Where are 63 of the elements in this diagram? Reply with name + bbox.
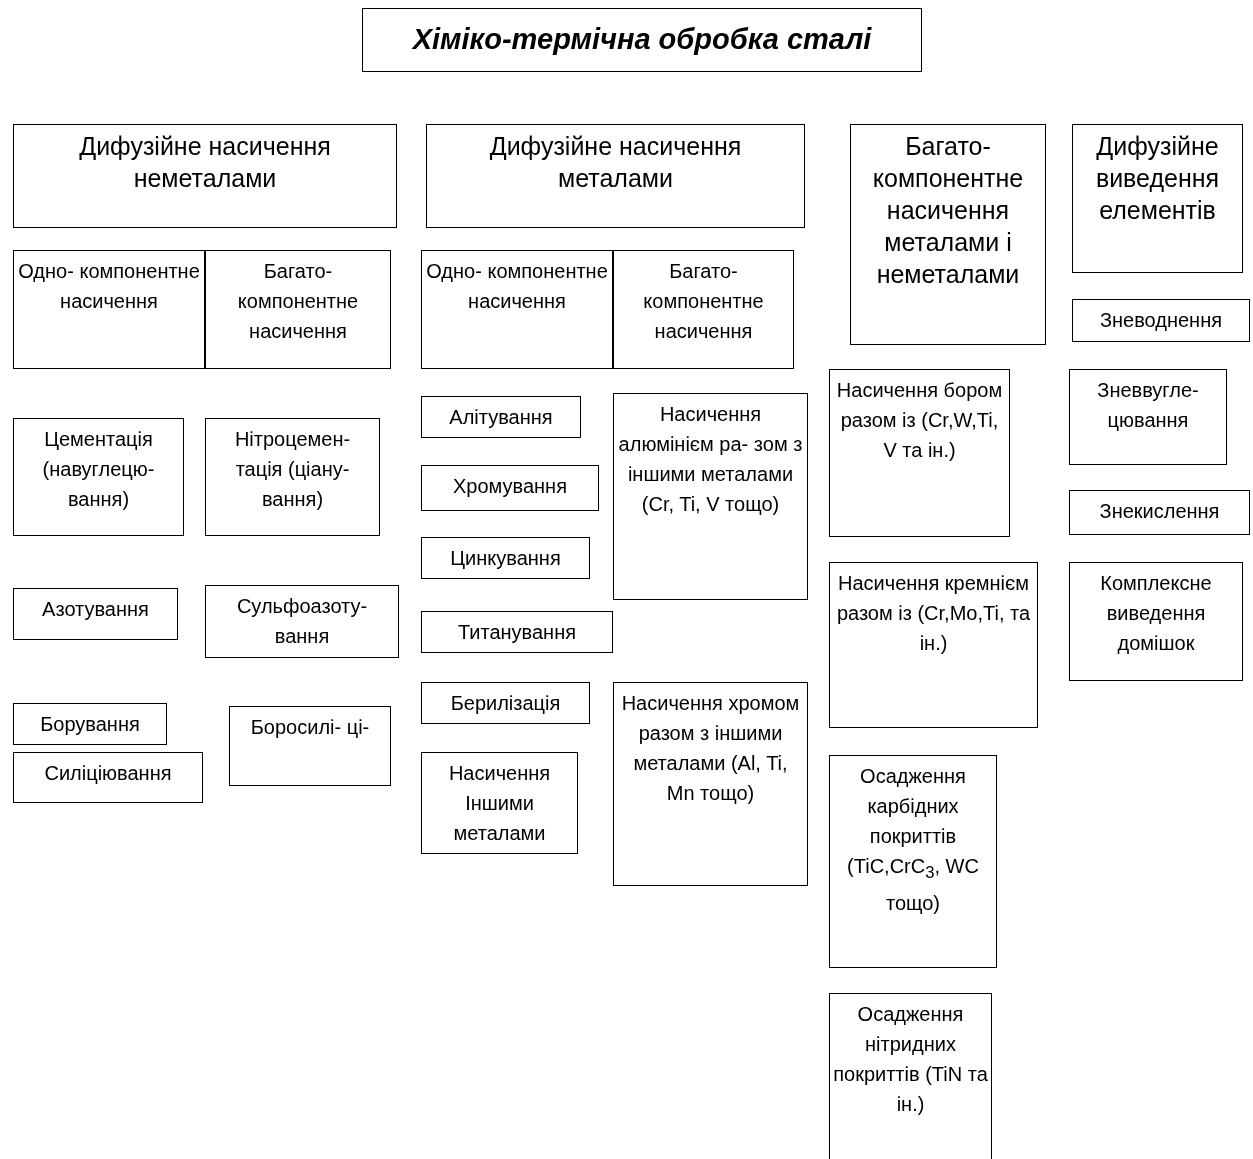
process-label: Сульфоазоту- вання: [235, 594, 369, 649]
process-box: [1069, 369, 1227, 465]
process-label: Осадження нітридних покриттів (TiN та ін.): [833, 1002, 988, 1117]
process-box: [13, 418, 184, 536]
category-box: [1072, 124, 1243, 273]
category-box: [426, 124, 805, 228]
process-label: Хромування: [452, 474, 568, 499]
process-label: Цементація (навуглецю- вання): [41, 427, 156, 512]
process-label: Зневвугле- цювання: [1096, 378, 1200, 433]
process-box: [829, 562, 1038, 728]
process-box: [229, 706, 391, 786]
category-box: [850, 124, 1046, 345]
process-box: [613, 682, 808, 886]
process-box: [829, 369, 1010, 537]
category-box: [13, 124, 397, 228]
process-label: Багато- компонентне насичення: [642, 259, 765, 344]
process-label: Насичення алюмінієм ра- зом з іншими металами (Cr, Ti, V тощо): [617, 402, 804, 517]
process-label: Берилізація: [449, 691, 562, 716]
process-box: [421, 611, 613, 653]
process-box: [13, 752, 203, 803]
process-box: [421, 537, 590, 579]
process-box: [13, 250, 205, 369]
process-box: [1072, 299, 1250, 342]
process-box: [1069, 562, 1243, 681]
process-label: Цинкування: [449, 546, 562, 571]
process-box: [421, 752, 578, 854]
process-box: [829, 993, 992, 1159]
process-box: [829, 755, 997, 968]
category-label: Багато- компонентне насичення металами і неметалами: [871, 131, 1025, 290]
process-label: Багато- компонентне насичення: [236, 259, 360, 344]
process-box: [1069, 490, 1250, 535]
category-label: Дифузійне виведення елементів: [1094, 131, 1221, 226]
category-label: Дифузійне насичення металами: [488, 131, 743, 194]
process-label: Комплексне виведення домішок: [1099, 571, 1213, 656]
process-box: [421, 250, 613, 369]
process-label: Осадження карбідних покриттів (TiC,CrC$_{3}$, WC тощо): [846, 764, 980, 916]
process-label: Алітування: [448, 405, 554, 430]
process-label: Знекислення: [1098, 499, 1221, 524]
process-label: Одно- компонентне насичення: [425, 259, 609, 314]
process-label: Зневоднення: [1098, 308, 1224, 333]
process-box: [613, 250, 794, 369]
process-label: Насичення Іншими металами: [447, 761, 552, 846]
process-box: [421, 396, 581, 438]
process-box: [205, 250, 391, 369]
process-box: [13, 588, 178, 640]
process-label: Насичення кремнієм разом із (Cr,Mo,Ti, та ін.): [835, 571, 1032, 656]
process-box: [205, 418, 380, 536]
diagram-title: Хіміко-термічна обробка сталі: [410, 22, 873, 57]
process-label: Силіціювання: [43, 761, 173, 786]
process-label: Одно- компонентне насичення: [17, 259, 201, 314]
process-label: Азотування: [41, 597, 150, 622]
process-label: Борування: [39, 712, 141, 737]
process-label: Боросилі- ці-: [249, 715, 371, 740]
process-label: Нітроцемен- тація (ціану- вання): [233, 427, 352, 512]
process-box: [205, 585, 399, 658]
process-box: [421, 465, 599, 511]
category-label: Дифузійне насичення неметалами: [78, 131, 332, 194]
process-label: Титанування: [456, 620, 578, 645]
process-label: Насичення бором разом із (Cr,W,Ti, V та ін.): [835, 378, 1004, 463]
process-box: [613, 393, 808, 600]
process-box: [421, 682, 590, 724]
process-box: [13, 703, 167, 745]
process-label: Насичення хромом разом з іншими металами (Al, Ti, Mn тощо): [620, 691, 801, 806]
